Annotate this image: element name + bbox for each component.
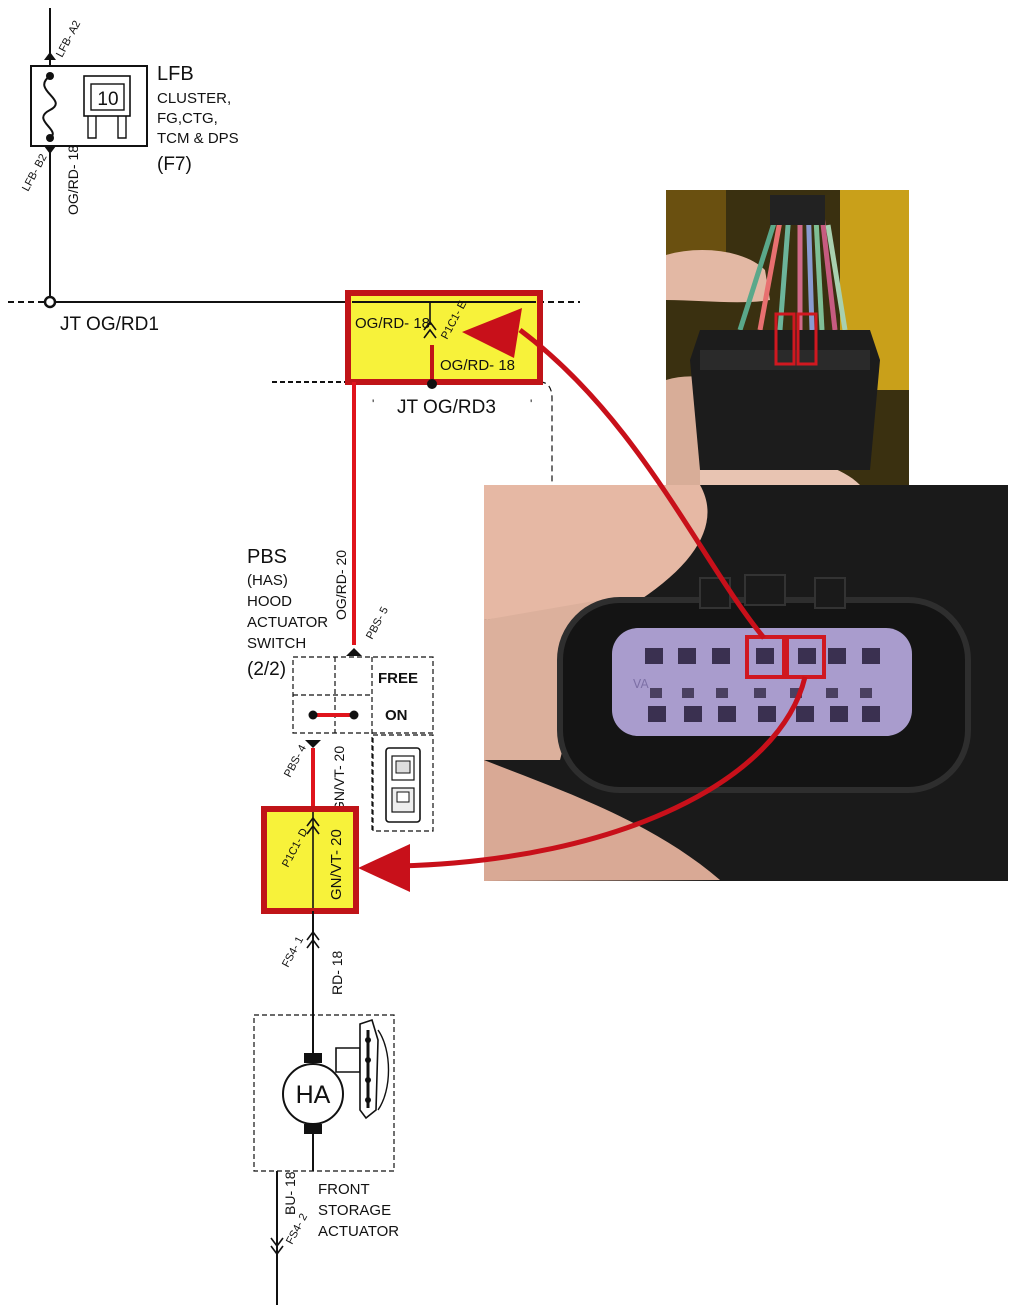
junction-jt3: JT OG/RD3 — [397, 397, 496, 418]
latch-mechanism-icon — [335, 1018, 390, 1120]
switch-desc-4: SWITCH — [247, 635, 306, 652]
connector-top-wire-right: OG/RD- 18 — [440, 357, 515, 374]
switch-desc-3: ACTUATOR — [247, 614, 328, 631]
fuse-id: LFB — [157, 63, 194, 85]
switch-pbs: PBS (HAS) HOOD ACTUATOR SWITCH (2/2) FRE… — [247, 546, 434, 832]
fuse-rating: 10 — [97, 89, 118, 110]
fuse-desc-1: CLUSTER, — [157, 90, 231, 107]
bus-og-rd: JT OG/RD1 JT OG/RD3 ' ' — [8, 295, 580, 490]
connector-top-highlight: OG/RD- 18 P1C1- E OG/RD- 18 — [345, 290, 543, 389]
connector-bottom-wire: GN/VT- 20 — [328, 829, 345, 900]
blade-fuse-icon — [83, 75, 131, 139]
switch-part: (2/2) — [247, 659, 286, 680]
fuse-desc-2: FG,CTG, — [157, 110, 218, 127]
rocker-switch-icon — [372, 734, 434, 832]
svg-text:VA: VA — [633, 677, 649, 691]
fuse-ref: (F7) — [157, 154, 192, 175]
switch-state-free: FREE — [378, 670, 418, 687]
connector-top-wire-left: OG/RD- 18 — [355, 315, 430, 332]
arrow-to-bottom-connector — [358, 676, 808, 892]
connector-bottom-highlight: P1C1- D GN/VT- 20 — [261, 806, 359, 914]
svg-text:': ' — [530, 397, 532, 411]
switch-wire-out: GN/VT- 20 — [331, 746, 347, 812]
actuator-desc-1: FRONT — [318, 1181, 370, 1198]
photo-connector-face: VA — [484, 485, 1008, 881]
switch-desc-1: (HAS) — [247, 572, 288, 589]
switch-pin-in: PBS- 5 — [364, 605, 391, 641]
switch-desc-2: HOOD — [247, 593, 292, 610]
fuse-pin-bottom: LFB- B2 — [20, 152, 50, 193]
junction-jt1: JT OG/RD1 — [60, 314, 159, 335]
fuse-lfb: LFB- A2 10 LFB CLUSTER, FG,CTG, TCM & DP… — [20, 8, 239, 302]
actuator-pin-out: FS4- 2 — [284, 1212, 310, 1247]
actuator-wire-out: BU- 18 — [282, 1171, 298, 1215]
actuator-wire-in: RD- 18 — [329, 950, 345, 995]
switch-wire-in: OG/RD- 20 — [333, 550, 349, 620]
fuse-desc-3: TCM & DPS — [157, 130, 239, 147]
svg-text:': ' — [372, 397, 374, 411]
switch-state-on: ON — [385, 707, 408, 724]
motor-symbol: HA — [296, 1081, 331, 1109]
photo-harness-connector — [666, 190, 909, 485]
switch-pin-out: PBS- 4 — [282, 743, 309, 779]
actuator-front-storage: FS4- 1 RD- 18 HA BU- 18 FS4- 2 FRONT STO… — [253, 911, 399, 1305]
actuator-pin-in: FS4- 1 — [280, 935, 306, 970]
fuse-wire: OG/RD- 18 — [65, 145, 81, 215]
actuator-desc-2: STORAGE — [318, 1202, 391, 1219]
arrow-to-top-connector — [462, 308, 766, 640]
fuse-pin-top: LFB- A2 — [54, 19, 83, 60]
switch-id: PBS — [247, 546, 287, 568]
actuator-desc-3: ACTUATOR — [318, 1223, 399, 1240]
